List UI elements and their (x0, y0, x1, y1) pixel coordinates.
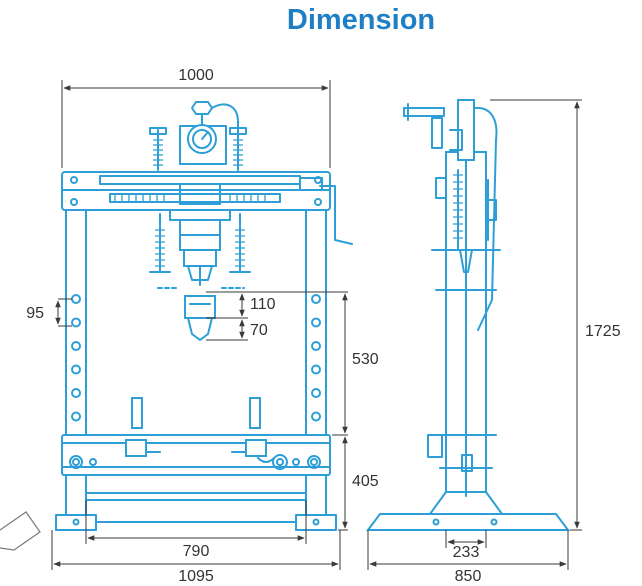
side-base (366, 491, 570, 531)
dim-table-height: 405 (352, 473, 379, 490)
column-hole (71, 317, 81, 328)
dimension-lines (51, 80, 582, 570)
page-title: Dimension (286, 4, 436, 36)
dim-side-inner-width: 233 (453, 544, 480, 561)
dim-side-base-width: 850 (455, 568, 482, 585)
ram-cylinder (149, 209, 251, 341)
base-frame (55, 474, 337, 531)
column-hole (311, 364, 321, 375)
dim-stroke-2: 70 (250, 322, 268, 339)
top-springs (149, 127, 247, 171)
dim-working-height: 530 (352, 351, 379, 368)
column-hole (311, 388, 321, 398)
dim-hole-spacing: 95 (26, 305, 44, 322)
column-hole (311, 411, 321, 422)
background-object (0, 511, 41, 551)
pump-handle (299, 177, 353, 245)
dim-overall-width-top: 1000 (178, 67, 214, 84)
dim-overall-height: 1725 (585, 323, 621, 340)
dim-stroke-1: 110 (250, 296, 276, 313)
work-table (61, 397, 331, 476)
column-hole (311, 294, 321, 304)
column-hole (311, 317, 321, 328)
side-column (403, 99, 501, 497)
dim-outer-base-width: 1095 (178, 568, 214, 585)
column-hole (71, 341, 81, 351)
top-beam (61, 171, 331, 211)
front-view (55, 101, 353, 531)
column-hole (311, 341, 321, 351)
side-view (366, 99, 570, 531)
pressure-gauge (179, 101, 239, 171)
column-hole (71, 411, 81, 422)
dim-inner-base-width: 790 (183, 543, 210, 560)
column-hole (71, 388, 81, 398)
column-hole (71, 364, 81, 375)
